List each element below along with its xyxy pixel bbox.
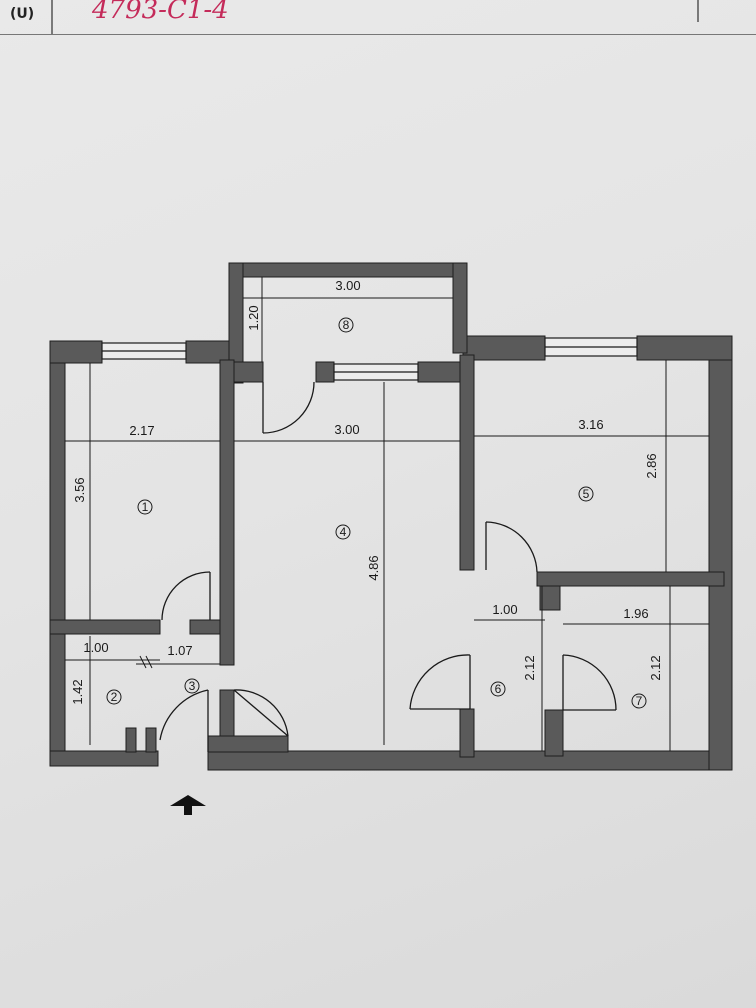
door-swing-1 bbox=[161, 571, 211, 621]
handwritten-number: 4793-C1-4 bbox=[91, 0, 229, 25]
dimension-lines bbox=[65, 277, 709, 751]
room-circle-2 bbox=[106, 689, 122, 705]
room-number-3: 3 bbox=[189, 679, 196, 693]
windows bbox=[101, 337, 638, 381]
door-swing-4 bbox=[233, 689, 289, 737]
room-circle-1 bbox=[137, 499, 153, 515]
entrance-arrow-icon bbox=[170, 795, 206, 815]
room-number-6: 6 bbox=[495, 682, 502, 696]
room-circle-7 bbox=[631, 693, 647, 709]
room-number-5: 5 bbox=[583, 487, 590, 501]
dim-room-3-width: 1.07 bbox=[167, 643, 192, 658]
dim-room-5-length: 2.86 bbox=[644, 453, 659, 478]
dim-room-4-length: 4.86 bbox=[366, 555, 381, 580]
door-leaf-4 bbox=[233, 689, 289, 737]
door-swing-7 bbox=[562, 654, 617, 711]
header-table: (U) bbox=[0, 0, 756, 35]
room-circle-3 bbox=[184, 678, 200, 694]
dim-room-2-width: 1.00 bbox=[83, 640, 108, 655]
room-circle-8 bbox=[338, 317, 354, 333]
room-number-8: 8 bbox=[343, 318, 350, 332]
dim-room-8-width: 3.00 bbox=[335, 278, 360, 293]
doors bbox=[159, 381, 617, 752]
dim-room-5-width: 3.16 bbox=[578, 417, 603, 432]
dim-room-4-width: 3.00 bbox=[334, 422, 359, 437]
dim-room-2-length: 1.42 bbox=[70, 679, 85, 704]
room-number-7: 7 bbox=[636, 694, 643, 708]
entrance-door-swing bbox=[159, 689, 209, 741]
room-number-1: 1 bbox=[142, 500, 149, 514]
room-number-4: 4 bbox=[340, 525, 347, 539]
room-circle-6 bbox=[490, 681, 506, 697]
dim-room-1-width: 2.17 bbox=[129, 423, 154, 438]
dim-room-6-length: 2.12 bbox=[522, 655, 537, 680]
header-label: (U) bbox=[10, 6, 35, 22]
room-circle-5 bbox=[578, 486, 594, 502]
room-markers bbox=[106, 317, 647, 709]
door-swing-8 bbox=[262, 381, 315, 434]
dim-room-8-length: 1.20 bbox=[246, 305, 261, 330]
dim-room-7-width: 1.96 bbox=[623, 606, 648, 621]
room-circle-4 bbox=[335, 524, 351, 540]
room-number-2: 2 bbox=[111, 690, 118, 704]
walls bbox=[49, 262, 733, 771]
dim-room-7-length: 2.12 bbox=[648, 655, 663, 680]
door-swing-5 bbox=[485, 521, 538, 573]
door-swing-6 bbox=[409, 654, 471, 710]
dim-room-6-width: 1.00 bbox=[492, 602, 517, 617]
dim-room-1-length: 3.56 bbox=[72, 477, 87, 502]
